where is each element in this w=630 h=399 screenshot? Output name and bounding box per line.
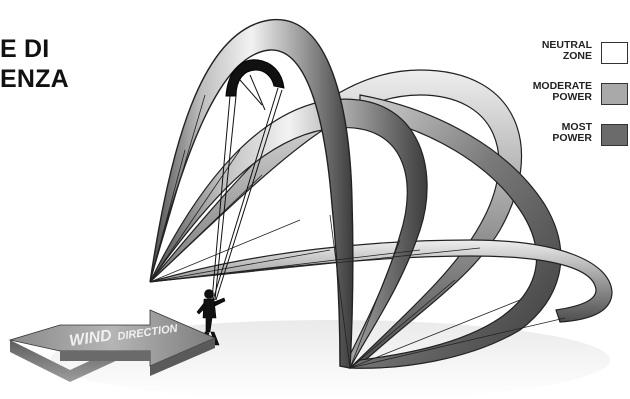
legend-label: NEUTRAL ZONE	[542, 40, 592, 62]
legend-swatch	[601, 83, 628, 105]
legend-label: MOST POWER	[552, 122, 592, 144]
legend-item-neutral-zone: NEUTRAL ZONE	[500, 40, 630, 72]
legend-swatch	[601, 124, 628, 146]
legend-swatch	[601, 42, 628, 64]
legend-label: MODERATE POWER	[533, 81, 592, 103]
diagram-title: E DI ENZA	[0, 34, 69, 94]
legend-item-most-power: MOST POWER	[500, 122, 630, 154]
title-line-2: ENZA	[0, 64, 69, 94]
title-line-1: E DI	[0, 34, 69, 64]
legend-item-moderate-power: MODERATE POWER	[500, 81, 630, 113]
front-arch	[150, 20, 353, 368]
